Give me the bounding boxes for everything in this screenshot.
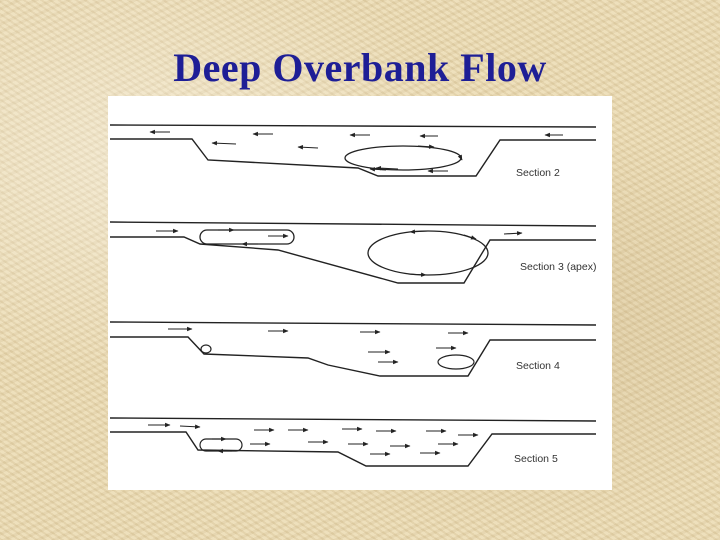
water-surface-line (109, 417, 597, 422)
water-surface-line (109, 124, 597, 128)
channel-bed-line (110, 336, 596, 377)
channel-bed-line (110, 431, 596, 467)
flow-diagram: Section 2 Section 3 (apex) (108, 96, 612, 490)
flow-arrows (148, 422, 479, 457)
flow-arrows (149, 129, 563, 174)
section-label: Section 4 (516, 360, 560, 372)
section-5: Section 5 (109, 417, 597, 467)
section-4: Section 4 (109, 321, 597, 377)
eddy-loop (199, 229, 295, 245)
section-label: Section 5 (514, 453, 558, 465)
channel-bed-line (110, 138, 596, 177)
water-surface-line (109, 221, 597, 227)
section-label: Section 2 (516, 167, 560, 179)
eddy-loop (344, 145, 462, 171)
flow-arrows (168, 326, 469, 365)
section-label: Section 3 (apex) (520, 261, 596, 273)
section-3: Section 3 (apex) (109, 221, 597, 284)
eddy-loop (199, 438, 243, 452)
slide-title: Deep Overbank Flow (173, 45, 547, 90)
eddy-loop-large (367, 230, 489, 276)
flow-diagram-svg: Section 2 Section 3 (apex) (109, 124, 597, 467)
eddy-loop-small (200, 344, 212, 354)
channel-bed-line (110, 236, 596, 284)
water-surface-line (109, 321, 597, 326)
eddy-loop (437, 354, 475, 370)
flow-arrows (156, 228, 523, 239)
section-2: Section 2 (109, 124, 597, 179)
